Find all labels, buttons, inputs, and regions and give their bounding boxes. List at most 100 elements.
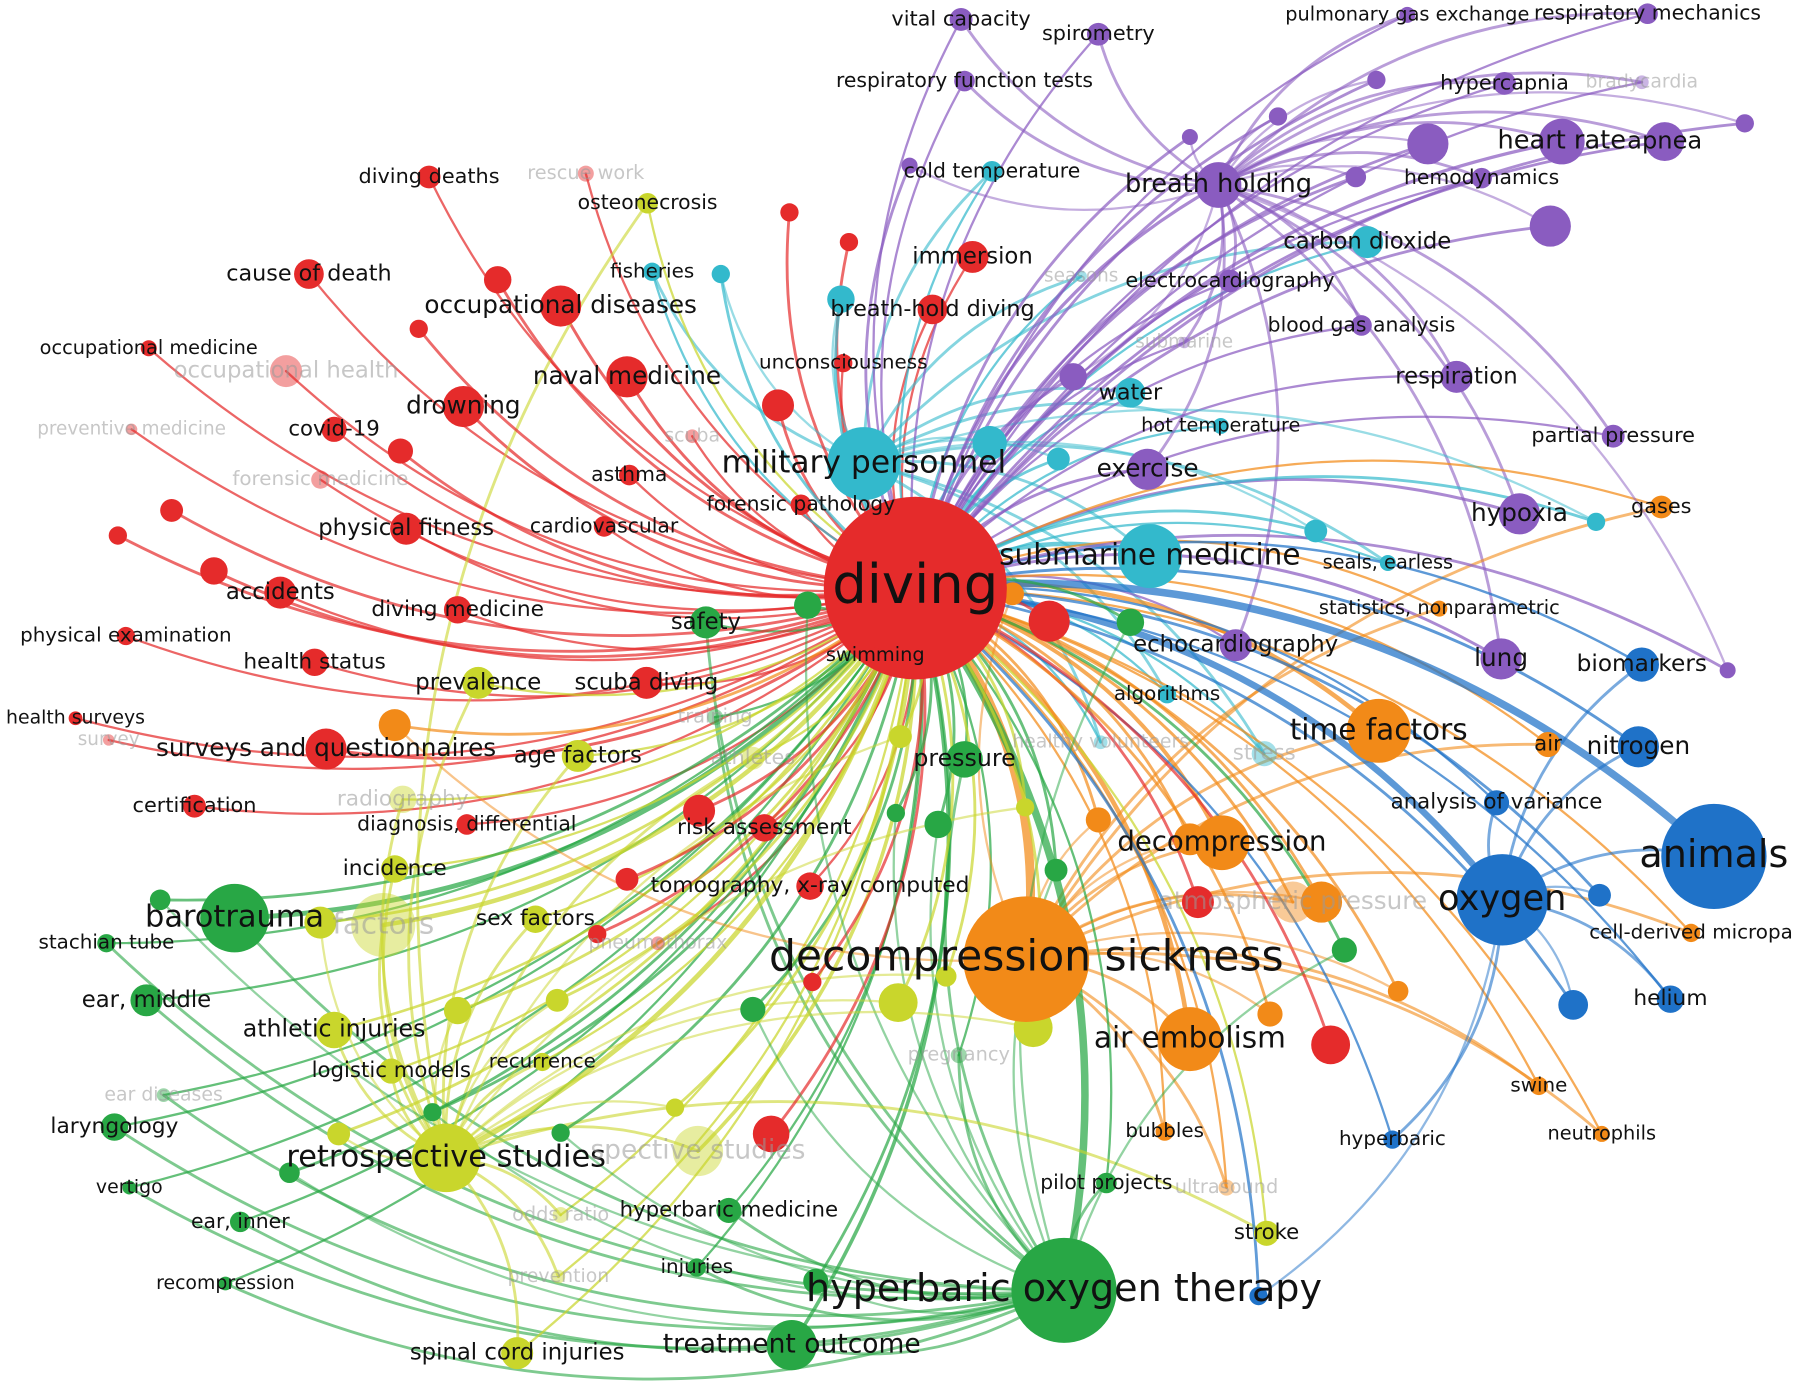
node-heart-rate[interactable] [1538,118,1585,165]
node-preventive-medicine[interactable] [125,423,138,436]
node-air-embolism[interactable] [1157,1007,1222,1072]
node-echocardiography[interactable] [1219,629,1252,662]
node-covid-19[interactable] [321,416,347,442]
node-safety[interactable] [689,606,722,639]
node-vertigo[interactable] [122,1180,137,1195]
node-health-status[interactable] [300,648,329,677]
node-laryngology[interactable] [100,1113,129,1141]
node-submarine[interactable] [1178,336,1190,349]
node-bradycardia[interactable] [1634,75,1649,90]
node-hypoxia[interactable] [1498,493,1541,535]
node-nitrogen[interactable] [1617,726,1659,768]
node-spirometry[interactable] [1086,22,1110,46]
node-cause-of-death[interactable] [294,259,324,289]
node-respiratory-function-tests[interactable] [954,70,975,92]
node-hyperbaric[interactable] [1383,1130,1402,1149]
node-healthy-volunteers[interactable] [1093,735,1108,750]
node-stachian-tube[interactable] [97,934,116,953]
node-cold-temperature[interactable] [981,161,1003,182]
node-stress[interactable] [1251,741,1277,767]
node-air[interactable] [1535,731,1561,758]
node-algorithms[interactable] [1157,685,1177,704]
node-hemodynamics[interactable] [1471,167,1492,189]
node-hyperbaric-medicine[interactable] [716,1197,742,1223]
node-forensic-pathology[interactable] [790,494,812,516]
node-survey[interactable] [102,734,115,746]
node-certification[interactable] [183,794,206,818]
node-seals-earless[interactable] [1379,554,1396,571]
node-osteonecrosis[interactable] [637,192,658,214]
node-occupational-medicine[interactable] [140,340,157,357]
node-radiography[interactable] [389,785,417,814]
node-apnea[interactable] [1645,122,1685,162]
node-recompression[interactable] [218,1276,233,1291]
node-exercise[interactable] [1126,448,1169,490]
node-statistics-nonparametric[interactable] [1431,600,1448,617]
node-water[interactable] [1115,377,1146,408]
node-cardiovascular[interactable] [593,516,615,537]
node-military-personnel[interactable] [827,427,901,501]
node-rescue-work[interactable] [577,165,594,182]
node-electrocardiography[interactable] [1218,269,1242,293]
node-seasons[interactable] [1075,270,1087,283]
node-fisheries[interactable] [643,262,662,281]
node-retrospective-studies[interactable] [411,1123,481,1193]
node-logistic-models[interactable] [378,1058,404,1084]
node-hyperbaric-oxygen-therapy[interactable] [1011,1237,1117,1343]
node-athletic-injuries[interactable] [315,1011,353,1049]
node-ear-middle[interactable] [130,984,163,1017]
node-tomography-x-ray-computed[interactable] [796,872,824,900]
node-swine[interactable] [1529,1076,1549,1096]
node-pneumothorax[interactable] [651,936,665,951]
node-respiratory-mechanics[interactable] [1637,3,1658,24]
node-cell-derived-micropa[interactable] [1681,923,1701,943]
node-neutrophils[interactable] [1593,1125,1610,1142]
node-biomarkers[interactable] [1624,647,1659,682]
node-spective-studies[interactable] [672,1125,724,1177]
node-diving-medicine[interactable] [443,596,472,624]
node-occupational-health[interactable] [270,355,303,388]
node-decompression[interactable] [1194,815,1250,871]
node-submarine-medicine[interactable] [1117,524,1182,589]
node-time-factors[interactable] [1346,698,1411,763]
node-pregnancy[interactable] [950,1047,967,1064]
node-incidence[interactable] [380,855,409,883]
node-prevalence[interactable] [462,666,495,699]
node-asthma[interactable] [618,464,640,486]
node-pressure[interactable] [946,741,983,778]
node-breath-holding[interactable] [1195,162,1242,208]
node-carbon-dioxide[interactable] [1351,226,1384,259]
node-drowning[interactable] [442,385,484,428]
node-health-surveys[interactable] [68,711,83,726]
node-pilot-projects[interactable] [1096,1172,1117,1194]
node-scuba[interactable] [685,429,700,444]
node-accidents[interactable] [264,576,297,609]
node-recurrence[interactable] [533,1052,552,1072]
node-partial-pressure[interactable] [1601,424,1625,448]
node-oxygen[interactable] [1456,854,1549,946]
node-analysis-of-variance[interactable] [1483,790,1510,816]
node-athletes[interactable] [741,746,765,770]
node-diving-deaths[interactable] [417,165,441,189]
node-unconsciousness[interactable] [834,353,853,373]
node-physical-examination[interactable] [116,626,136,646]
node-vital-capacity[interactable] [949,7,973,31]
node-blood-gas-analysis[interactable] [1351,315,1372,336]
node-stroke[interactable] [1253,1220,1280,1246]
node-lung[interactable] [1480,638,1522,680]
node-age-factors[interactable] [561,739,594,772]
node-training[interactable] [707,709,724,726]
node-decompression-sickness[interactable] [963,896,1090,1023]
node-diving[interactable] [823,496,1007,680]
node-hypercapnia[interactable] [1493,71,1516,95]
node-gases[interactable] [1649,495,1673,519]
node-ear-diseases[interactable] [156,1088,171,1102]
node-physical-fitness[interactable] [390,512,423,545]
node-animals[interactable] [1661,803,1767,909]
node-occupational-diseases[interactable] [540,285,582,327]
node-sex-factors[interactable] [521,905,550,933]
node-swimming[interactable] [867,647,884,664]
node-prevention[interactable] [551,1269,566,1284]
node-risk-assessment[interactable] [750,814,779,842]
node-naval-medicine[interactable] [606,356,648,398]
